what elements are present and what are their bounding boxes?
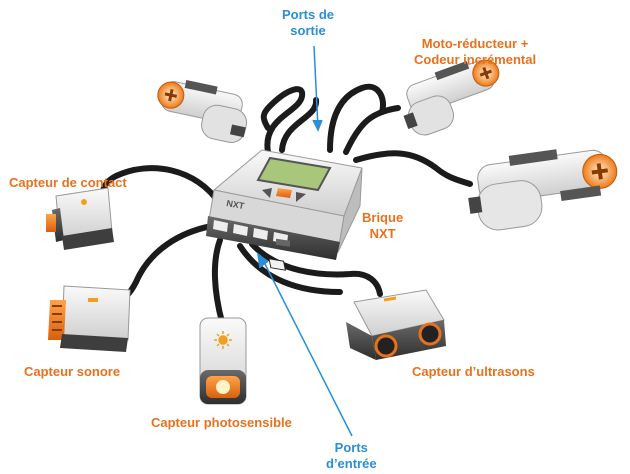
grey-button [276, 238, 290, 247]
servo-motor-icon [403, 59, 500, 136]
label-light-sensor: Capteur photosensible [151, 415, 292, 430]
cable-light [211, 237, 225, 325]
nxt-screen [256, 156, 332, 192]
arrow-head-out [312, 119, 323, 132]
cables [99, 83, 473, 325]
left-arrow-button [262, 188, 272, 198]
port-arrows [256, 45, 353, 437]
cable-motor-a [260, 86, 306, 155]
sun-icon [214, 331, 232, 349]
label-sound-sensor: Capteur sonore [24, 364, 121, 379]
orange-button [276, 188, 292, 198]
nxt-brick-icon: NXT [206, 149, 363, 271]
label-ultrasonic-sensor: Capteur d’ultrasons [412, 364, 535, 379]
cable-motor-b2 [343, 105, 401, 155]
arrow-ports-out [313, 45, 319, 129]
label-contact-sensor: Capteur de contact [9, 175, 127, 190]
cable-motor-c [353, 150, 473, 187]
label-motor-encoder: Moto-réducteur +Codeur incrémental [414, 36, 537, 67]
arrow-head-in [256, 252, 269, 269]
input-ports [268, 258, 287, 271]
cable-ultra2 [237, 243, 343, 295]
right-arrow-button [296, 192, 306, 202]
cable-motor-a2 [279, 97, 319, 153]
touch-sensor-icon [46, 187, 114, 250]
servo-motor-icon [468, 149, 618, 231]
arrow-ports-in [261, 257, 353, 437]
nxt-logo: NXT [226, 198, 246, 211]
sound-sensor-icon [48, 285, 131, 352]
light-sensor-icon [199, 317, 247, 405]
ultrasonic-sensor-icon [346, 289, 446, 360]
cable-motor-b [327, 83, 386, 153]
servo-motor-icon [157, 80, 247, 143]
